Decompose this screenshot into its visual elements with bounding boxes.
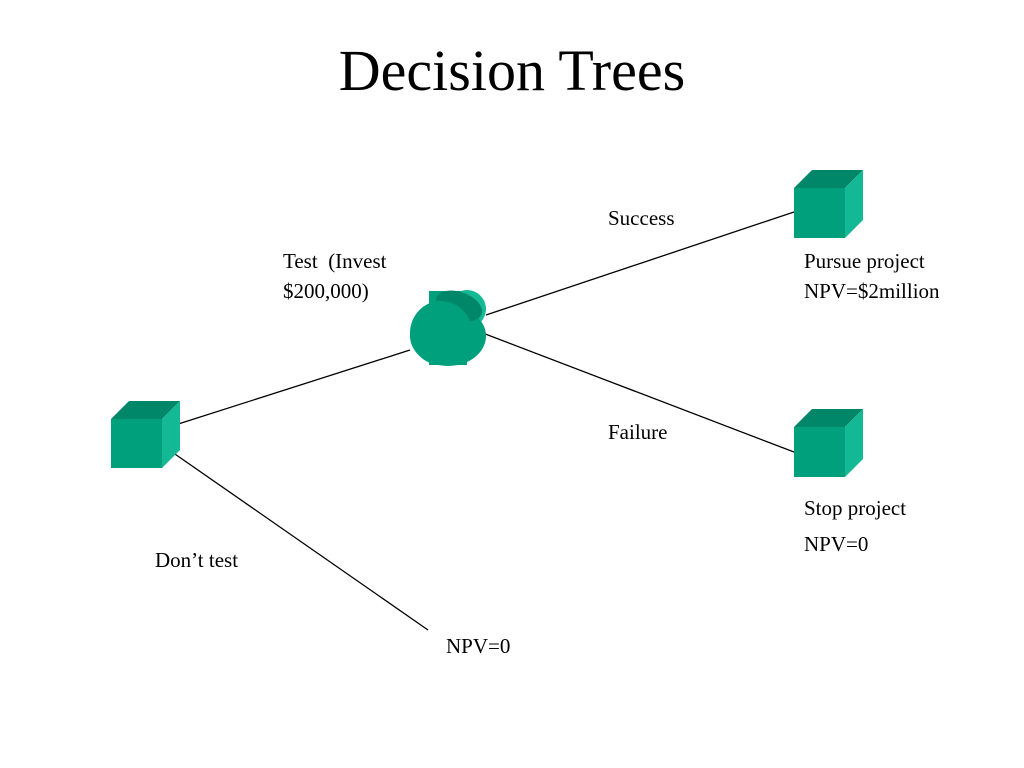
label-test: Test (Invest $200,000) [283, 246, 387, 306]
decision-node-success [794, 170, 863, 238]
label-test-line1: Test (Invest [283, 249, 387, 273]
label-dont-test: Don’t test [155, 548, 239, 572]
label-failure-line2: NPV=0 [804, 532, 869, 556]
decision-node-failure [794, 409, 863, 477]
label-failure-outcome: Stop project NPV=0 [804, 493, 906, 559]
chance-node-test [410, 290, 486, 366]
label-failure: Failure [608, 420, 668, 444]
label-dont-test-outcome: NPV=0 [446, 634, 511, 658]
edge-success [485, 211, 795, 316]
label-failure-line1: Stop project [804, 496, 907, 520]
label-success-outcome: Pursue project NPV=$2million [804, 246, 940, 306]
label-success-line1: Pursue project [804, 249, 925, 273]
slide-title: Decision Trees [338, 38, 686, 103]
edge-failure [479, 331, 795, 453]
label-success: Success [608, 206, 675, 230]
edge-dont-test [171, 451, 429, 631]
label-test-line2: $200,000) [283, 279, 369, 303]
decision-node-root [111, 401, 180, 468]
edge-test [171, 349, 411, 427]
label-success-line2: NPV=$2million [804, 279, 940, 303]
